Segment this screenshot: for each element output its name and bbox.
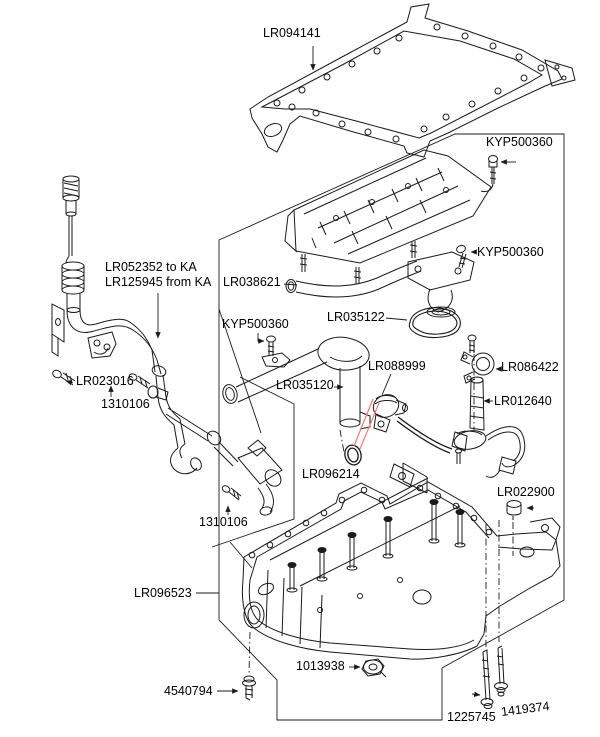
- drain-plug-art: [361, 658, 387, 678]
- part-label-1013938[interactable]: 1013938: [296, 659, 345, 673]
- crank-sensor-art: [372, 394, 408, 433]
- pan-bolt-towers: [286, 499, 466, 593]
- part-label-LR052352[interactable]: LR052352 to KA: [105, 260, 197, 274]
- sump-plug-rear-art: [506, 500, 522, 520]
- pickup-pipe-art: [285, 251, 475, 318]
- elbow-bolt-left-art: [261, 335, 291, 368]
- centerlines: [248, 354, 514, 675]
- baffle-bolt-upper-art: [480, 155, 498, 193]
- dipstick-assembly-art: [51, 175, 283, 516]
- pan-bolt-stud-art: [494, 645, 508, 697]
- sensor-o-ring-art: [344, 444, 362, 466]
- part-label-KYP500360-left[interactable]: KYP500360: [222, 317, 289, 331]
- part-label-LR012640[interactable]: LR012640: [494, 394, 552, 408]
- part-label-KYP500360-mid[interactable]: KYP500360: [477, 245, 544, 259]
- part-label-LR094141[interactable]: LR094141: [263, 26, 321, 40]
- part-label-LR088999[interactable]: LR088999: [368, 359, 426, 373]
- baffle-tray-art: [284, 149, 492, 284]
- part-label-1310106-lower[interactable]: 1310106: [199, 515, 248, 529]
- part-label-KYP500360-top[interactable]: KYP500360: [486, 135, 553, 149]
- pan-bolt-short-art: [242, 675, 256, 701]
- part-label-LR022900[interactable]: LR022900: [497, 485, 555, 499]
- part-label-LR035120[interactable]: LR035120: [276, 378, 334, 392]
- part-label-LR023016[interactable]: LR023016: [76, 374, 134, 388]
- part-label-1310106-upper[interactable]: 1310106: [101, 397, 150, 411]
- gasket-bolt-holes: [273, 23, 545, 143]
- oil-sump-pan-art: [241, 462, 561, 660]
- assembly-boundary-box: [211, 133, 565, 721]
- tube-screw-lower-art: [221, 485, 242, 501]
- crank-sensor-cable-art: [396, 416, 453, 454]
- part-label-LR096214[interactable]: LR096214: [302, 467, 360, 481]
- leader-lines: [65, 46, 534, 697]
- part-label-LR096523[interactable]: LR096523: [134, 586, 192, 600]
- pickup-gasket-art: [408, 307, 461, 339]
- red-leader-lines: [353, 398, 380, 450]
- sump-gasket-art: [249, 3, 576, 158]
- elbow-tube-art: [222, 336, 371, 430]
- pan-bolt-long-art: [480, 649, 494, 709]
- part-label-LR125945[interactable]: LR125945 from KA: [105, 275, 212, 289]
- part-label-1225745[interactable]: 1225745: [447, 710, 496, 724]
- tube-screw-upper-art: [128, 373, 169, 401]
- pickup-bolt-right-art: [456, 244, 467, 269]
- part-label-LR035122[interactable]: LR035122: [327, 310, 385, 324]
- pan-flange-holes: [248, 484, 493, 559]
- part-label-LR086422[interactable]: LR086422: [501, 360, 559, 374]
- part-label-4540794[interactable]: 4540794: [164, 684, 213, 698]
- oil-level-sensor-art: [451, 334, 526, 478]
- part-label-LR038621[interactable]: LR038621: [223, 275, 281, 289]
